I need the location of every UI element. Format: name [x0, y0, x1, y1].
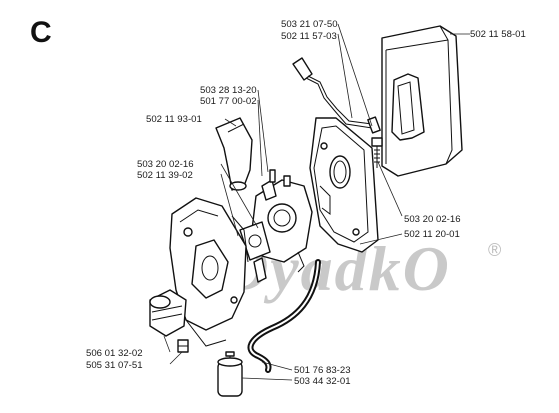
label-bellows-1: 506 01 32-02: [86, 348, 143, 359]
elbow-drawing: [215, 117, 253, 191]
fuel-filter-drawing: [217, 351, 243, 397]
label-carb-upper-1: 503 28 13-20: [200, 85, 257, 96]
label-carb-upper-2: 501 77 00-02: [200, 96, 257, 107]
part-number-labels: 502 11 58-01 503 21 07-50 502 11 57-03 5…: [86, 19, 526, 387]
label-screw-1: 503 20 02-16: [404, 214, 461, 225]
label-carb-mid-1: 503 20 02-16: [137, 159, 194, 170]
throttle-rod-drawing: [292, 57, 381, 134]
intake-plate-drawing: [309, 117, 379, 253]
label-throttle-rod-2: 502 11 57-03: [281, 31, 337, 42]
label-elbow: 502 11 93-01: [146, 114, 202, 125]
manifold-housing-drawing: [169, 197, 249, 347]
bellows-drawing: [149, 289, 189, 353]
fuel-hose-drawing: [247, 259, 321, 373]
label-carb-mid-2: 502 11 39-02: [137, 170, 193, 181]
label-air-filter: 502 11 58-01: [470, 29, 526, 40]
carburettor-drawing: [239, 169, 313, 283]
leader-lines: [163, 23, 470, 381]
section-letter: C: [30, 16, 52, 49]
air-filter-drawing: [381, 25, 463, 177]
label-bellows-2: 505 31 07-51: [86, 360, 143, 371]
label-screw-2: 502 11 20-01: [404, 229, 460, 240]
registered-mark: ®: [488, 240, 501, 260]
label-throttle-rod-1: 503 21 07-50: [281, 19, 338, 30]
label-fuel-hose-1: 501 76 83-23: [294, 365, 351, 376]
screw-drawing: [371, 137, 383, 168]
label-fuel-hose-2: 503 44 32-01: [294, 376, 351, 387]
